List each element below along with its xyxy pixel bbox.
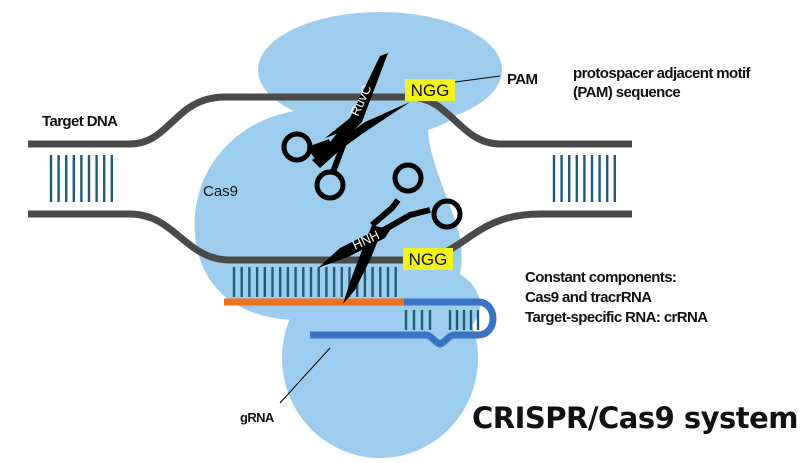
dna-top-strand — [28, 93, 632, 148]
tracrrna-strand — [310, 298, 497, 348]
ruvc-scissors-icon: RuvC — [281, 53, 410, 201]
cas9-protein — [194, 12, 502, 458]
target-dna-label: Target DNA — [42, 113, 118, 130]
pam-description-line2: (PAM) sequence — [573, 84, 680, 101]
pam-leader-line — [454, 75, 501, 83]
components-line2: Cas9 and tracrRNA — [525, 289, 652, 306]
pam-description-line1: protospacer adjacent motif — [573, 65, 752, 82]
pam-sequence-top: NGG — [411, 81, 450, 100]
base-pairs-tracrrna-b — [448, 310, 480, 330]
base-pairs-tracrrna-a — [404, 310, 432, 330]
pam-sequence-bottom: NGG — [409, 250, 448, 269]
components-line1: Constant components: — [525, 269, 676, 286]
pam-top: NGG — [405, 79, 455, 101]
pam-label: PAM — [507, 71, 538, 88]
grna-label: gRNA — [240, 410, 275, 425]
pam-bottom: NGG — [403, 248, 453, 270]
base-pairs-left — [49, 155, 114, 202]
cas9-label: Cas9 — [203, 183, 238, 200]
grna-leader-line — [279, 347, 331, 404]
base-pairs-right — [552, 155, 616, 202]
diagram-title: CRISPR/Cas9 system — [472, 401, 798, 435]
components-line3: Target-specific RNA: crRNA — [525, 309, 708, 326]
